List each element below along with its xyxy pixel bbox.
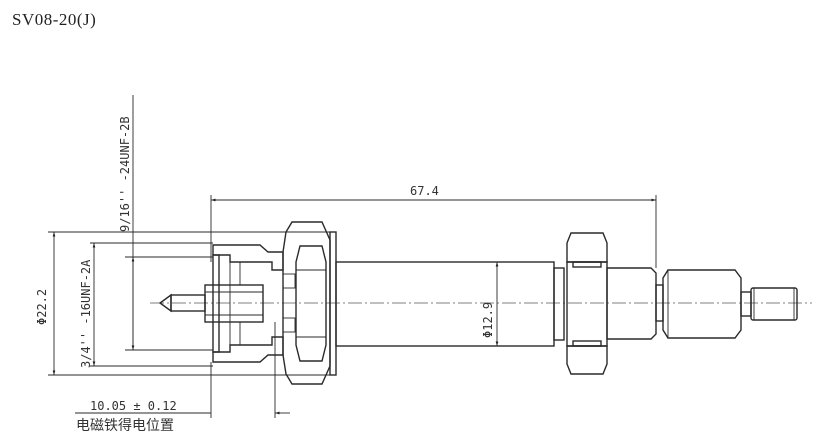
valve-body [335,261,565,347]
thread-small-label: 9/16'' -24UNF-2B [118,116,132,232]
dim-body-diameter: Φ12.9 [481,262,499,346]
body-diameter-label: Φ12.9 [481,302,495,338]
model-title: SV08-20(J) [12,10,97,29]
dim-energized-position: 10.05 ± 0.12 电磁铁得电位置 [75,322,290,434]
hex-nut-small [566,232,608,375]
dim-outer-diameter: Φ22.2 [35,231,330,376]
dim-thread-large: 3/4'' -16UNF-2A [79,242,213,368]
inlet-fitting [212,244,284,363]
energized-position-note: 电磁铁得电位置 [76,417,174,434]
dim-overall-length: 67.4 [210,184,657,268]
valve-tip [158,284,264,323]
dim-thread-small: 9/16'' -24UNF-2B [118,95,213,351]
coil-sleeve [606,267,798,340]
overall-length-label: 67.4 [410,184,439,198]
position-tolerance-label: 10.05 ± 0.12 [90,399,177,413]
thread-large-label: 3/4'' -16UNF-2A [79,259,93,368]
outer-diameter-label: Φ22.2 [35,289,49,325]
